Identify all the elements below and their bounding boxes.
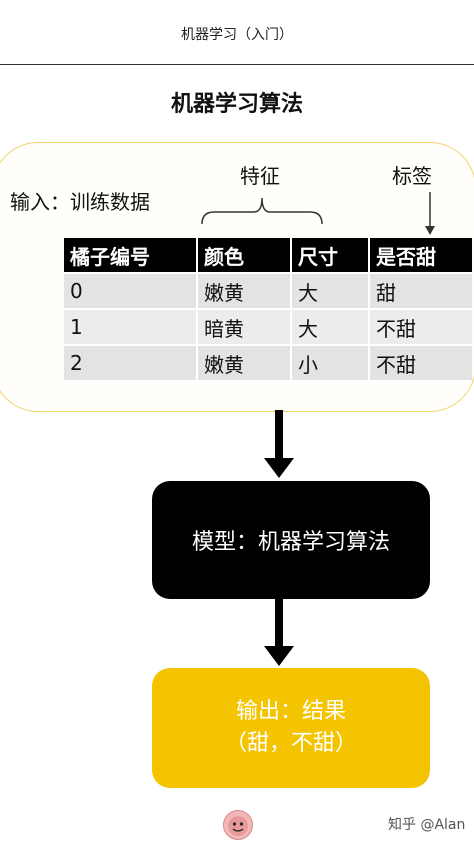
table-cell: 嫩黄: [197, 272, 292, 309]
main-title: 机器学习算法: [170, 92, 303, 117]
watermark: 知乎 @Alan: [388, 817, 466, 833]
table-cell: 0: [64, 272, 198, 309]
table-cell: 2: [64, 344, 198, 380]
header-divider: [0, 64, 474, 65]
table-header-cell: 尺寸: [291, 238, 370, 273]
table-cell: 嫩黄: [197, 344, 292, 380]
arrow-down-icon: [264, 598, 294, 666]
table-row: 0 嫩黄 大 甜: [64, 272, 472, 309]
arrow-down-icon: [264, 410, 294, 478]
feature-brace-icon: [201, 197, 323, 225]
training-data-table: 橘子编号 颜色 尺寸 是否甜 0 嫩黄 大 甜 1 暗黄 大 不甜 2 嫩黄 小…: [64, 238, 472, 380]
output-box: 输出：结果 （甜，不甜）: [152, 668, 430, 788]
header-title: 机器学习（入门）: [181, 27, 293, 43]
label-label: 标签: [392, 164, 432, 188]
table-header-cell: 橘子编号: [64, 238, 198, 273]
label-arrow-icon: [425, 192, 435, 235]
output-text: 输出：结果: [235, 699, 346, 724]
table-cell: 大: [291, 308, 370, 345]
input-label: 输入：训练数据: [10, 190, 150, 214]
output-values: （甜，不甜）: [224, 731, 357, 756]
table-header-row: 橘子编号 颜色 尺寸 是否甜: [64, 238, 472, 273]
table-cell: 暗黄: [197, 308, 292, 345]
table-header-cell: 是否甜: [369, 238, 472, 273]
feature-label: 特征: [240, 164, 280, 188]
table-cell: 不甜: [369, 308, 472, 345]
model-text: 模型：机器学习算法: [191, 530, 390, 555]
table-cell: 小: [291, 344, 370, 380]
table-row: 1 暗黄 大 不甜: [64, 308, 472, 345]
avatar: [223, 810, 253, 840]
table-cell: 1: [64, 308, 198, 345]
table-cell: 甜: [369, 272, 472, 309]
model-box: 模型：机器学习算法: [152, 481, 430, 599]
table-row: 2 嫩黄 小 不甜: [64, 344, 472, 380]
table-header-cell: 颜色: [197, 238, 292, 273]
table-cell: 不甜: [369, 344, 472, 380]
table-cell: 大: [291, 272, 370, 309]
